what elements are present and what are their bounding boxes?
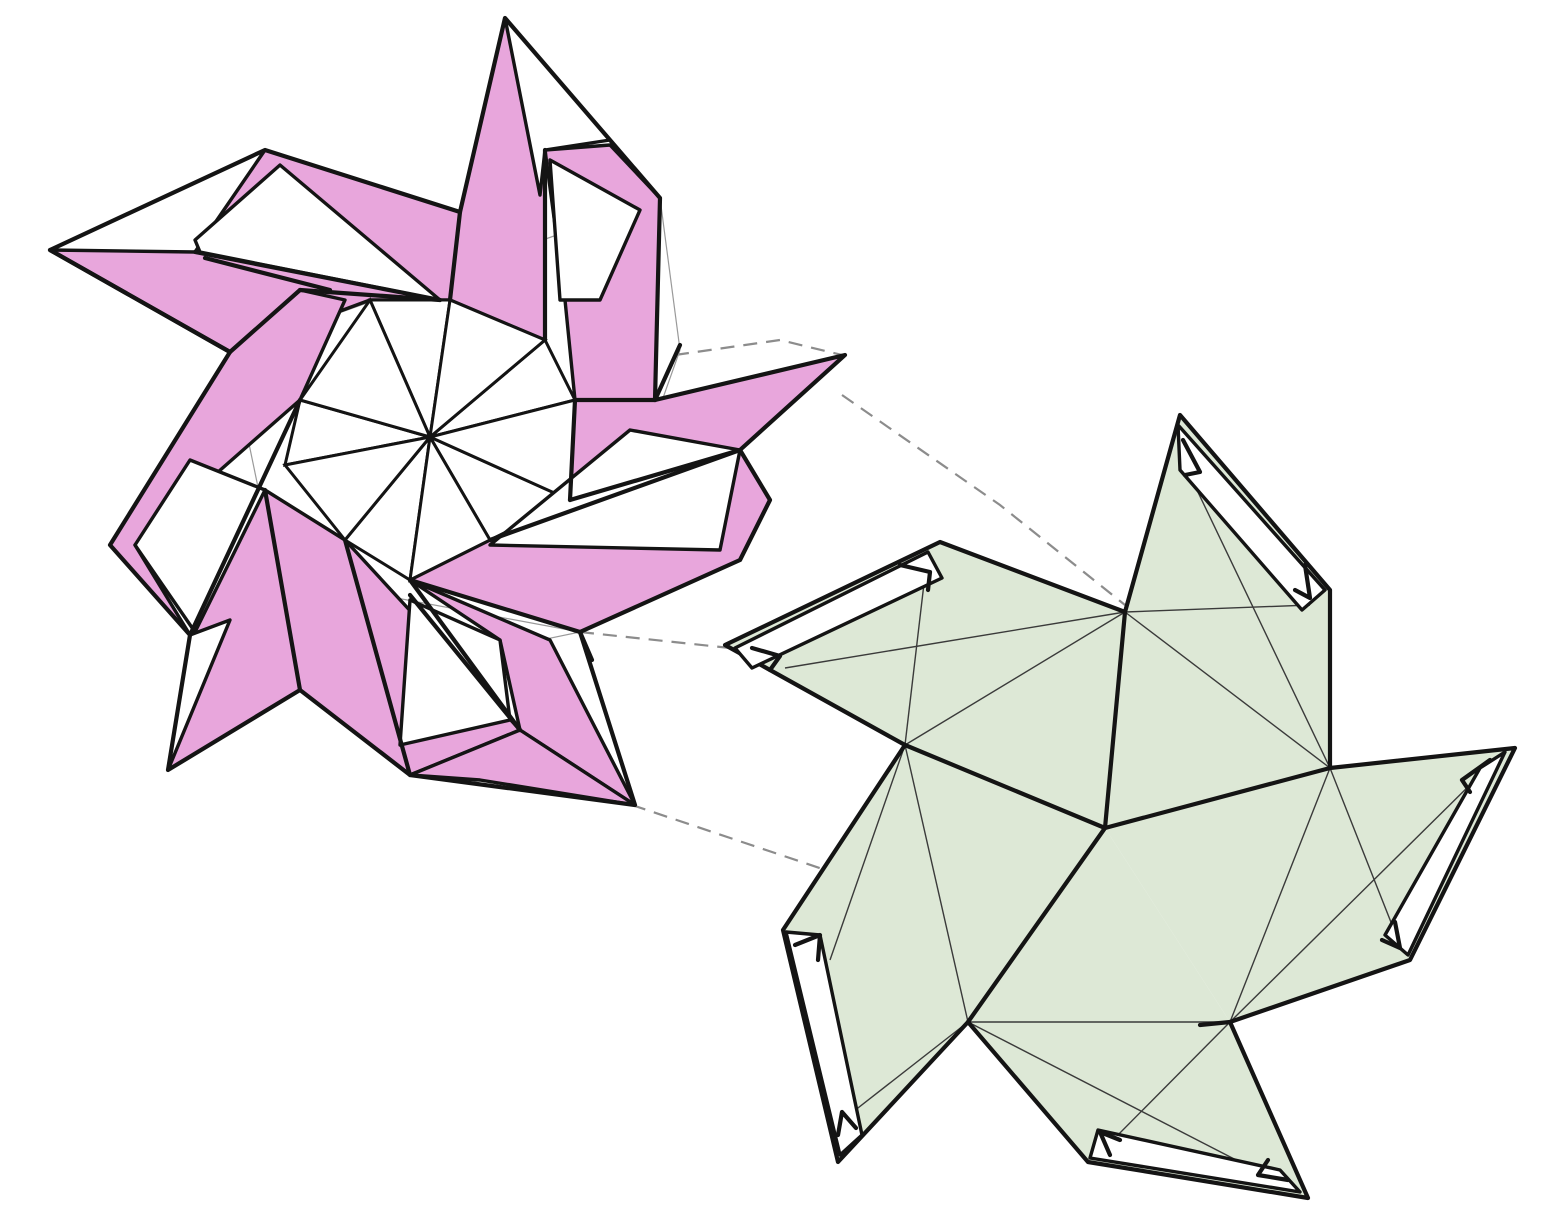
guide-line-middle [580,632,730,648]
star-hub-center [426,433,434,441]
guide-line-top [675,340,842,355]
net-inner-edge [1200,1022,1230,1025]
folded-pinwheel-star [50,18,845,805]
fold-line [655,345,680,400]
unfolded-green-net [725,415,1515,1198]
construction-line [660,198,680,350]
